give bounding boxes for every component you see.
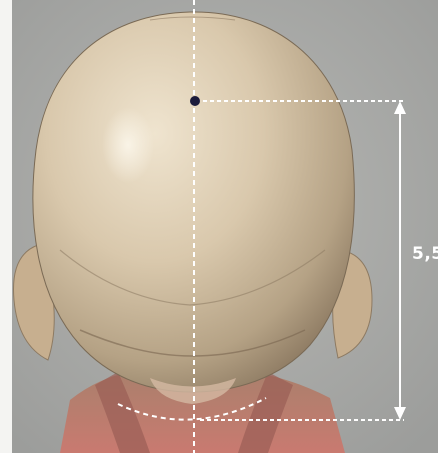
acupoint-marker [190, 96, 200, 106]
left-margin [0, 0, 12, 453]
measurement-label: 5,5 [412, 244, 438, 264]
highlight [102, 107, 154, 183]
